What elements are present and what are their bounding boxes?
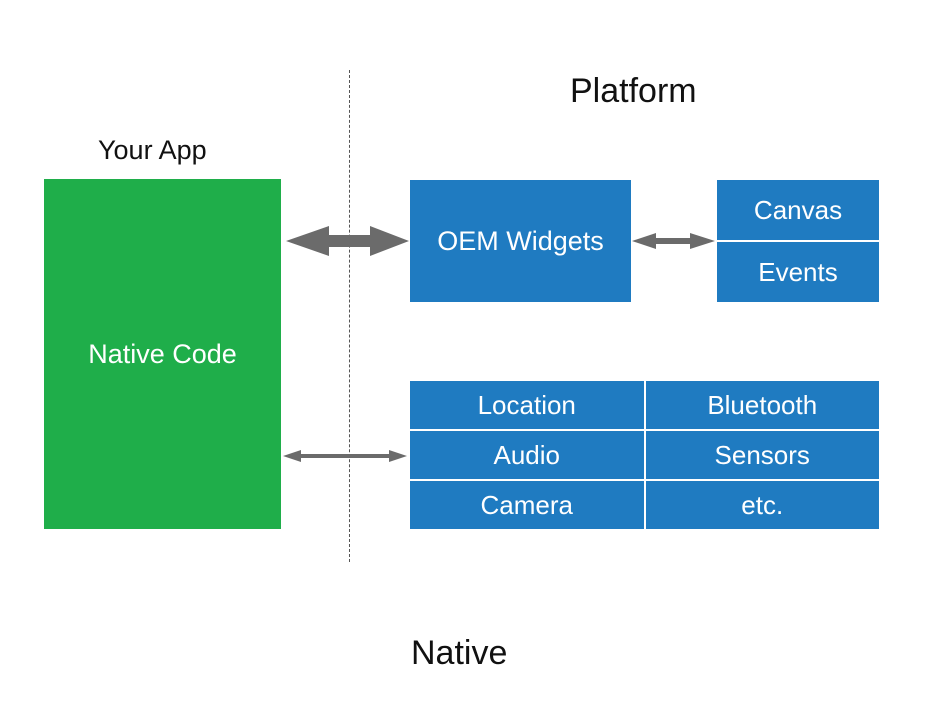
canvas-box: Canvas xyxy=(717,180,879,240)
platform-services-grid: Location Bluetooth Audio Sensors Camera … xyxy=(410,381,879,529)
service-audio: Audio xyxy=(410,431,644,479)
app-to-widgets-double-arrow xyxy=(286,226,409,256)
service-location: Location xyxy=(410,381,644,429)
service-sensors: Sensors xyxy=(645,431,879,479)
oem-widgets-box: OEM Widgets xyxy=(410,180,631,302)
native-caption: Native xyxy=(411,634,508,672)
native-code-box: Native Code xyxy=(44,179,281,529)
service-camera: Camera xyxy=(410,481,644,529)
app-platform-divider xyxy=(349,70,350,562)
events-box: Events xyxy=(717,242,879,302)
service-etc: etc. xyxy=(645,481,879,529)
widgets-to-canvas-double-arrow xyxy=(632,233,715,249)
your-app-label: Your App xyxy=(98,135,207,165)
platform-label: Platform xyxy=(570,72,697,110)
service-bluetooth: Bluetooth xyxy=(645,381,879,429)
app-to-services-double-arrow xyxy=(283,450,407,462)
